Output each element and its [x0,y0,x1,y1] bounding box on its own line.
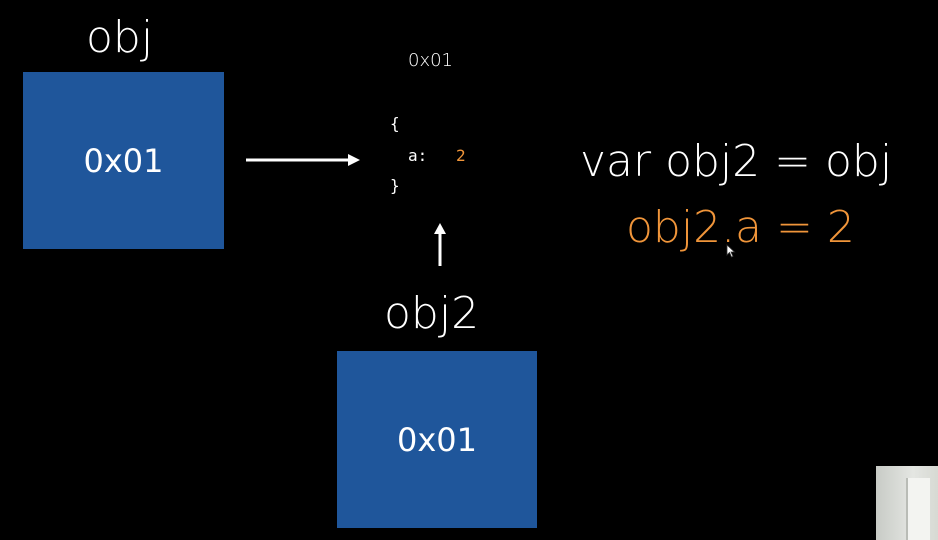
object-property-value: 2 [456,146,466,165]
obj2-reference-box: 0x01 [337,351,537,528]
obj2-label: obj2 [384,288,480,339]
heap-address-label: 0x01 [408,50,454,71]
code-line-assignment: var obj2 = obj [580,136,893,187]
background-door [906,478,930,540]
presenter-video-thumbnail [876,466,938,540]
object-literal-open: { [390,114,400,133]
mouse-cursor-icon [726,244,736,258]
object-literal-close: } [390,176,400,195]
obj-label: obj [86,12,154,63]
arrow-right-icon [246,154,360,166]
obj2-reference-value: 0x01 [396,420,477,459]
code-line-property-set: obj2.a = 2 [626,202,855,253]
obj-reference-value: 0x01 [83,141,164,180]
object-property-key: a: [408,146,428,165]
arrow-up-icon [434,223,446,266]
obj-reference-box: 0x01 [23,72,224,249]
